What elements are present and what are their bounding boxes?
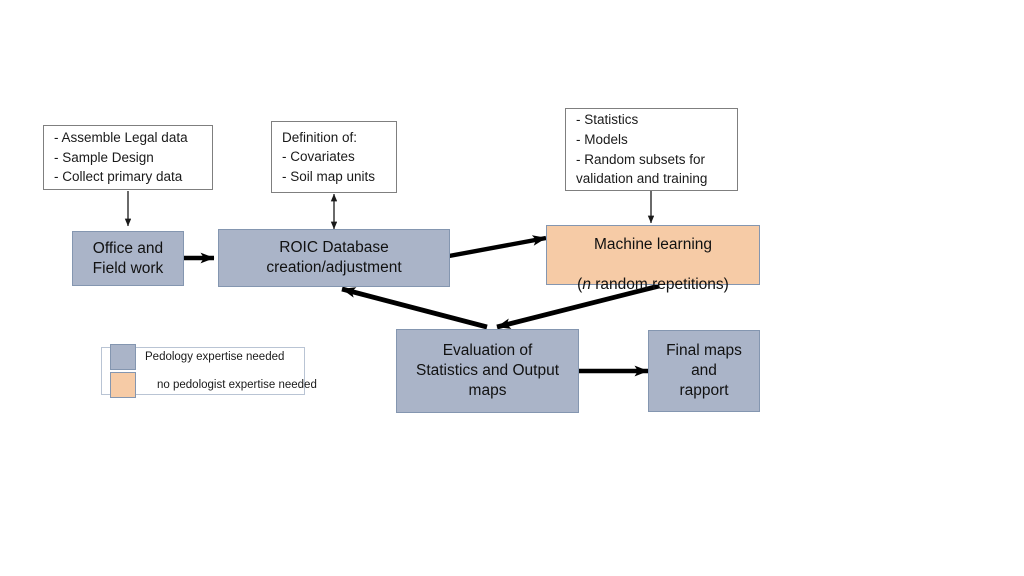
node-machine-learning[interactable]: Machine learning (n random repetitions) (546, 225, 760, 293)
node-final-maps[interactable]: Final maps and rapport (648, 330, 760, 412)
node-roic-database[interactable]: ROIC Database creation/adjustment (218, 229, 450, 287)
note-inputs: - Assemble Legal data - Sample Design - … (43, 125, 213, 190)
arrow-evaluation-to-roic (341, 286, 488, 330)
note-inputs-text: - Assemble Legal data - Sample Design - … (54, 130, 188, 185)
note-definition: Definition of: - Covariates - Soil map u… (271, 121, 397, 193)
legend-item-no-pedology: no pedologist expertise needed (110, 372, 317, 398)
legend-item-pedology: Pedology expertise needed (110, 344, 296, 370)
node-office-and-field-work-label: Office and Field work (92, 239, 164, 277)
node-machine-learning-line1: Machine learning (593, 236, 713, 254)
node-office-and-field-work[interactable]: Office and Field work (72, 231, 184, 286)
node-machine-learning-n-italic: n (582, 275, 591, 293)
legend-swatch-no-pedology (110, 372, 136, 398)
node-evaluation-label: Evaluation of Statistics and Output maps (415, 342, 560, 399)
node-roic-database-label: ROIC Database creation/adjustment (266, 239, 402, 276)
arrow-roic-to-machinelearning (448, 235, 547, 259)
note-definition-text: Definition of: - Covariates - Soil map u… (282, 129, 376, 184)
node-evaluation[interactable]: Evaluation of Statistics and Output maps (396, 329, 579, 413)
legend-swatch-pedology (110, 344, 136, 370)
node-final-maps-label: Final maps and rapport (666, 342, 742, 399)
note-ml-inputs-text: - Statistics - Models - Random subsets f… (576, 112, 708, 187)
legend-label-no-pedology: no pedologist expertise needed (157, 379, 317, 391)
legend: Pedology expertise needed no pedologist … (101, 344, 317, 398)
node-machine-learning-line2-rest: random repetitions) (590, 275, 729, 293)
note-ml-inputs: - Statistics - Models - Random subsets f… (565, 108, 738, 191)
legend-label-pedology: Pedology expertise needed (145, 351, 285, 363)
node-machine-learning-line2-open: ( (577, 275, 583, 293)
node-machine-learning-label: Machine learning (n random repetitions) (577, 215, 729, 294)
